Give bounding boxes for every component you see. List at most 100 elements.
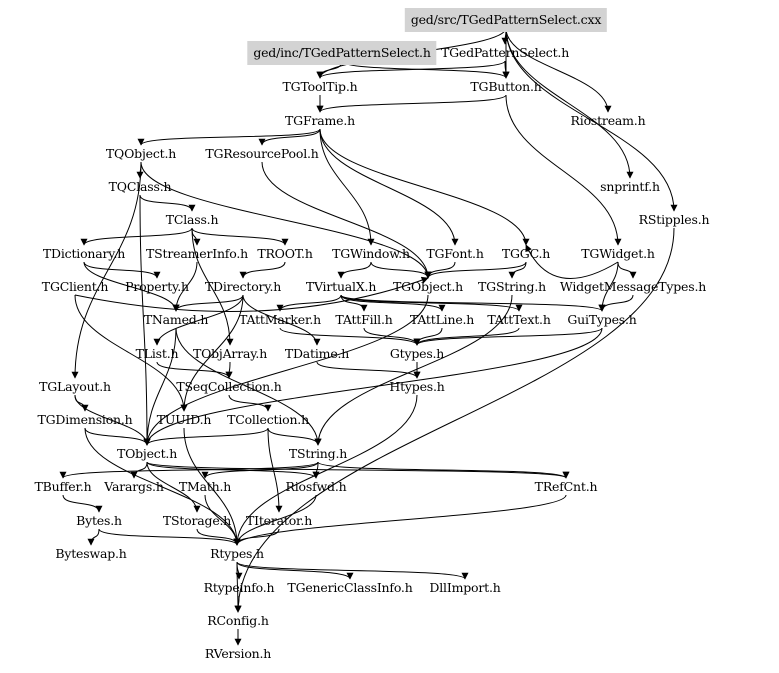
node-htypes[interactable]: Htypes.h	[389, 379, 445, 394]
node-rtypeinfo[interactable]: Rtypeinfo.h	[203, 580, 275, 595]
node-tgfont[interactable]: TGFont.h	[426, 246, 484, 261]
node-tgbutton[interactable]: TGButton.h	[470, 79, 542, 94]
edge-tclass-to-tdictionary	[80, 227, 193, 246]
edge-tgframe-to-tgrespool	[258, 128, 321, 146]
edge-tglayout-to-tgdimension	[74, 394, 89, 412]
node-tdatime[interactable]: TDatime.h	[284, 346, 350, 361]
node-tgrespool[interactable]: TGResourcePool.h	[205, 146, 319, 161]
edge-tgstring-to-tstring	[314, 294, 513, 446]
node-byteswap[interactable]: Byteswap.h	[55, 546, 127, 561]
node-tstreamerinfo[interactable]: TStreamerInfo.h	[146, 246, 248, 261]
edge-tdirectory-to-tdatime	[242, 294, 321, 346]
edge-tclass-to-tobjarray	[191, 227, 234, 346]
edge-tdatime-to-htypes	[316, 361, 421, 379]
edge-cxx-to-riostream	[505, 27, 612, 113]
node-tglayout[interactable]: TGLayout.h	[39, 379, 111, 394]
node-tattmarker[interactable]: TAttMarker.h	[239, 312, 321, 327]
edge-guitypes-to-gtypes	[413, 327, 603, 346]
node-tcollection[interactable]: TCollection.h	[227, 412, 309, 427]
edge-tdirectory-to-tlist	[153, 294, 244, 346]
node-riostream[interactable]: Riostream.h	[570, 113, 646, 128]
node-tnamed[interactable]: TNamed.h	[143, 312, 209, 327]
node-varargs[interactable]: Varargs.h	[104, 479, 164, 494]
node-tattfill[interactable]: TAttFill.h	[335, 312, 393, 327]
node-guitypes[interactable]: GuiTypes.h	[567, 312, 637, 327]
edge-tuuid-to-rtypes	[183, 427, 241, 546]
node-tuuid[interactable]: TUUID.h	[156, 412, 212, 427]
node-trefcnt[interactable]: TRefCnt.h	[534, 479, 598, 494]
node-bytes[interactable]: Bytes.h	[76, 513, 122, 528]
node-tlist[interactable]: TList.h	[135, 346, 179, 361]
edge-tgclient-to-tuuid	[74, 294, 188, 412]
edge-tggc-to-tgstring	[508, 261, 527, 279]
node-tgwindow[interactable]: TGWindow.h	[332, 246, 410, 261]
edge-tstring-to-trefcnt	[317, 461, 570, 479]
edge-widgetmsg-to-guitypes	[598, 294, 634, 312]
node-tgclient[interactable]: TGClient.h	[41, 279, 109, 294]
edge-tvirtualx-to-tattmarker	[276, 294, 342, 312]
node-tqclass[interactable]: TQClass.h	[108, 179, 172, 194]
node-tvirtualx[interactable]: TVirtualX.h	[305, 279, 377, 294]
node-tgedps[interactable]: TGedPatternSelect.h	[440, 45, 570, 60]
edge-tgwidget-to-tggc	[525, 244, 619, 279]
node-tgdimension[interactable]: TGDimension.h	[37, 412, 133, 427]
edge-rtypes-to-tgenericci	[236, 561, 354, 580]
node-snprintf[interactable]: snprintf.h	[600, 179, 660, 194]
edge-tobject-to-riosfwd	[146, 461, 320, 479]
node-tqobject[interactable]: TQObject.h	[105, 146, 177, 161]
edge-tbuffer-to-bytes	[62, 494, 103, 513]
edge-tvirtualx-to-guitypes	[340, 294, 606, 312]
node-cxx[interactable]: ged/src/TGedPatternSelect.cxx	[404, 8, 608, 32]
node-troot[interactable]: TROOT.h	[257, 246, 313, 261]
edge-tcollection-to-tstring	[267, 427, 322, 446]
node-titerator[interactable]: TIterator.h	[245, 513, 313, 528]
edge-tgframe-to-tqobject	[137, 128, 321, 146]
node-property[interactable]: Property.h	[125, 279, 189, 294]
edge-bytes-to-rtypes	[98, 528, 241, 546]
node-widgetmsg[interactable]: WidgetMessageTypes.h	[559, 279, 707, 294]
node-riosfwd[interactable]: Riosfwd.h	[285, 479, 347, 494]
node-tdictionary[interactable]: TDictionary.h	[42, 246, 126, 261]
node-tstring[interactable]: TString.h	[288, 446, 348, 461]
edge-tdirectory-to-tuuid	[180, 294, 244, 412]
node-tgobject[interactable]: TGObject.h	[393, 279, 463, 294]
node-tdirectory[interactable]: TDirectory.h	[204, 279, 282, 294]
node-rconfig[interactable]: RConfig.h	[207, 613, 269, 628]
node-tgtooltip[interactable]: TGToolTip.h	[282, 79, 358, 94]
node-tgenericci[interactable]: TGenericClassInfo.h	[287, 580, 413, 595]
edge-tobject-to-varargs	[130, 461, 148, 479]
node-tbuffer[interactable]: TBuffer.h	[34, 479, 92, 494]
node-tgwidget[interactable]: TGWidget.h	[581, 246, 655, 261]
edge-tnamed-to-tobject	[143, 327, 177, 446]
node-tggc[interactable]: TGGC.h	[501, 246, 551, 261]
node-tatttext[interactable]: TAttText.h	[487, 312, 551, 327]
edge-tqclass-to-tclass	[139, 194, 196, 212]
node-tobjarray[interactable]: TObjArray.h	[192, 346, 268, 361]
node-rversion[interactable]: RVersion.h	[204, 646, 272, 661]
node-tattline[interactable]: TAttLine.h	[409, 312, 475, 327]
node-gtypes[interactable]: Gtypes.h	[389, 346, 445, 361]
node-tclass[interactable]: TClass.h	[165, 212, 219, 227]
edge-tglayout-to-tobject	[74, 394, 151, 446]
edge-tgrespool-to-tgobject	[261, 161, 432, 279]
edge-tgfont-to-tgobject	[424, 261, 456, 279]
edge-tobject-to-trefcnt	[146, 461, 570, 479]
node-dllimport[interactable]: DllImport.h	[429, 580, 501, 595]
node-tseqcoll[interactable]: TSeqCollection.h	[176, 379, 282, 394]
node-tobject[interactable]: TObject.h	[116, 446, 178, 461]
node-gedinc[interactable]: ged/inc/TGedPatternSelect.h	[247, 41, 437, 65]
node-rtypes[interactable]: Rtypes.h	[210, 546, 264, 561]
edge-trefcnt-to-rtypes	[233, 494, 567, 546]
edge-tdictionary-to-property	[83, 261, 161, 279]
node-tstorage[interactable]: TStorage.h	[162, 513, 232, 528]
node-tgstring[interactable]: TGString.h	[478, 279, 546, 294]
edge-tgdimension-to-rtypes	[84, 427, 241, 546]
edge-tlist-to-tseqcoll	[156, 361, 233, 379]
node-rstipples[interactable]: RStipples.h	[638, 212, 710, 227]
node-tgframe[interactable]: TGFrame.h	[285, 113, 355, 128]
edge-cxx-to-snprintf	[505, 27, 634, 179]
node-tmath[interactable]: TMath.h	[178, 479, 232, 494]
edge-tqobject-to-tglayout	[71, 161, 142, 379]
